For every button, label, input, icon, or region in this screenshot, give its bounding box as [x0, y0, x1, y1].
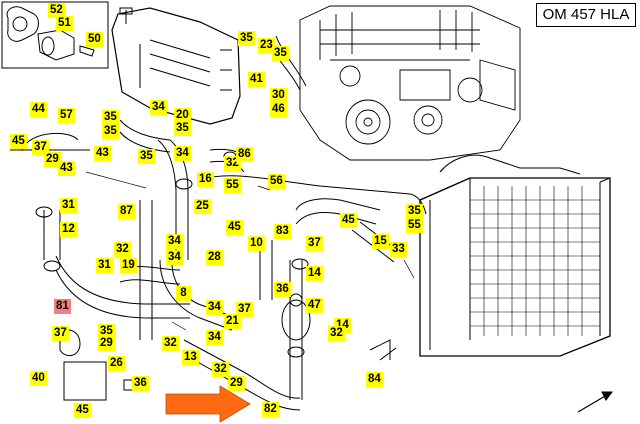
part-label[interactable]: 16	[197, 172, 214, 187]
part-label[interactable]: 8	[176, 286, 191, 301]
part-label[interactable]: 56	[268, 174, 285, 189]
part-label[interactable]: 45	[74, 403, 91, 418]
part-label[interactable]: 50	[86, 32, 103, 47]
part-label[interactable]: 40	[30, 371, 47, 386]
hoses	[43, 35, 427, 411]
part-label[interactable]: 15	[372, 234, 389, 249]
part-label[interactable]: 14	[306, 266, 323, 281]
part-label[interactable]: 34	[150, 100, 167, 115]
part-label[interactable]: 29	[228, 376, 245, 391]
part-label[interactable]: 43	[58, 161, 75, 176]
part-label[interactable]: 86	[236, 147, 253, 162]
part-label[interactable]: 37	[236, 302, 253, 317]
part-label[interactable]: 21	[224, 314, 241, 329]
part-label[interactable]: 28	[206, 250, 223, 265]
part-label[interactable]: 34	[206, 330, 223, 345]
part-label[interactable]: 32	[328, 326, 345, 341]
part-label[interactable]: 52	[48, 3, 65, 18]
orange-pointer-arrow	[165, 385, 251, 423]
part-label[interactable]: 34	[166, 250, 183, 265]
part-label[interactable]: 35	[272, 46, 289, 61]
part-label[interactable]: 25	[194, 199, 211, 214]
part-label[interactable]: 35	[138, 149, 155, 164]
part-label[interactable]: 36	[132, 376, 149, 391]
part-label[interactable]: 37	[306, 236, 323, 251]
part-label[interactable]: 55	[406, 218, 423, 233]
part-label[interactable]: 37	[52, 326, 69, 341]
part-label[interactable]: 87	[118, 204, 135, 219]
part-label[interactable]: 31	[60, 198, 77, 213]
radiator-core	[470, 186, 600, 336]
part-label[interactable]: 37	[32, 140, 49, 155]
part-label-highlighted[interactable]: 81	[54, 299, 71, 314]
model-title: OM 457 HLA	[536, 3, 636, 27]
part-label[interactable]: 20	[174, 108, 191, 123]
part-label[interactable]: 10	[248, 236, 265, 251]
part-label[interactable]: 36	[274, 282, 291, 297]
part-label[interactable]: 45	[340, 213, 357, 228]
part-label[interactable]: 43	[94, 146, 111, 161]
engine-block	[299, 5, 521, 161]
part-label[interactable]: 34	[206, 300, 223, 315]
part-label[interactable]: 35	[174, 121, 191, 136]
radiator	[419, 154, 611, 357]
part-label[interactable]: 35	[102, 110, 119, 125]
part-label[interactable]: 23	[258, 38, 275, 53]
part-label[interactable]: 32	[162, 336, 179, 351]
part-label[interactable]: 34	[174, 146, 191, 161]
part-label[interactable]: 57	[58, 108, 75, 123]
part-label[interactable]: 83	[274, 224, 291, 239]
part-label[interactable]: 44	[30, 102, 47, 117]
part-label[interactable]: 41	[248, 72, 265, 87]
part-label[interactable]: 26	[108, 356, 125, 371]
part-label[interactable]: 29	[98, 336, 115, 351]
part-label[interactable]: 35	[406, 204, 423, 219]
part-label[interactable]: 19	[120, 258, 137, 273]
inset-gasket	[6, 6, 39, 42]
part-label[interactable]: 29	[44, 152, 61, 167]
part-label[interactable]: 35	[238, 31, 255, 46]
part-label[interactable]: 34	[166, 234, 183, 249]
part-label[interactable]: 33	[390, 242, 407, 257]
part-label[interactable]: 35	[98, 324, 115, 339]
part-label[interactable]: 82	[262, 402, 279, 417]
part-label[interactable]: 45	[10, 134, 27, 149]
part-label[interactable]: 12	[60, 222, 77, 237]
part-label[interactable]: 35	[102, 124, 119, 139]
part-label[interactable]: 51	[56, 16, 73, 31]
part-label[interactable]: 47	[306, 298, 323, 313]
part-label[interactable]: 55	[224, 178, 241, 193]
part-label[interactable]: 45	[226, 220, 243, 235]
part-label[interactable]: 13	[182, 350, 199, 365]
part-label[interactable]: 32	[212, 362, 229, 377]
part-label[interactable]: 84	[366, 372, 383, 387]
part-label[interactable]: 32	[114, 242, 131, 257]
part-label[interactable]: 30	[270, 88, 287, 103]
part-label[interactable]: 46	[270, 102, 287, 117]
part-label[interactable]: 31	[96, 258, 113, 273]
expansion-tank	[111, 7, 241, 125]
